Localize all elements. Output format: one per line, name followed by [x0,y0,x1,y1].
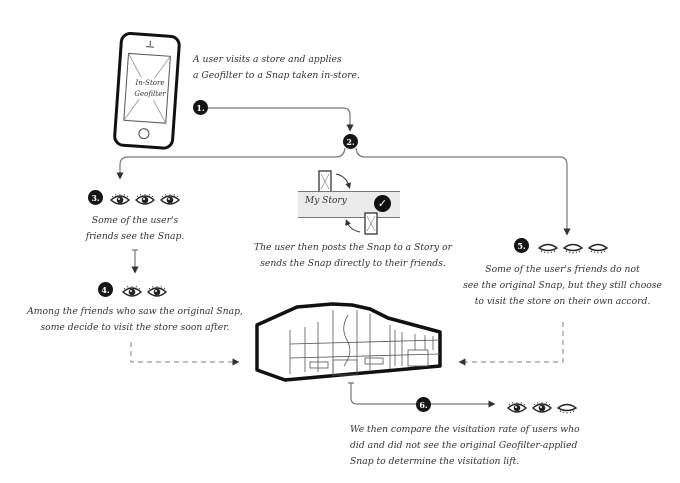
eye-open-icon [159,191,181,205]
connector-store-6 [348,382,492,404]
step-5-text: Some of the user's friends do not see th… [450,262,675,310]
text-line: to visit the store on their own accord. [474,296,651,307]
story-arrow-out [345,219,361,233]
step-4-text: Among the friends who saw the original S… [5,304,265,336]
step-4-badge: 4. [98,282,113,297]
step-3-text: Some of the user's friends see the Snap. [65,213,205,245]
text-line: sends the Snap directly to their friends… [260,258,446,269]
text-line: We then compare the visitation rate of u… [350,424,580,435]
checkmark-icon: ✓ [374,195,391,212]
eye-open-icon [121,283,143,297]
step-1-text: A user visits a store and applies a Geof… [193,52,360,84]
text-line: Geofilter [134,90,166,98]
text-line: did and did not see the original Geofilt… [350,440,578,451]
eye-open-icon [109,191,131,205]
step-5-badge: 5. [514,238,529,253]
eye-closed-icon [556,399,578,414]
text-line: a Geofilter to a Snap taken in-store. [193,70,360,81]
my-story-bar: My Story ✓ [298,191,400,218]
my-story-label: My Story [305,196,347,206]
phone-screen-label: In-Store Geofilter [122,78,178,100]
snap-thumbnail-icon [364,212,378,235]
step-1-badge: 1. [193,100,208,115]
text-line: Snap to determine the visitation lift. [350,456,520,467]
connector-2-5 [355,147,571,236]
text-line: The user then posts the Snap to a Story … [253,242,453,253]
text-line: Among the friends who saw the original S… [27,306,243,317]
connector-3-4 [132,249,138,270]
text-line: Some of the user's [91,215,179,226]
eye-open-icon [134,191,156,205]
connector-1-2 [208,107,354,132]
story-arrow-in [335,173,352,189]
step-6-badge: 6. [416,397,431,412]
eye-open-icon [531,399,553,413]
step-2-badge: 2. [343,134,358,149]
text-line: friends see the Snap. [85,231,185,242]
text-line: A user visits a store and applies [193,54,342,65]
step-2-text: The user then posts the Snap to a Story … [228,240,478,272]
eye-closed-icon [537,239,559,254]
connector-2-3 [116,147,346,180]
connector-4-store [130,342,240,366]
eye-closed-icon [562,239,584,254]
smartphone-icon [113,32,181,150]
text-line: see the original Snap, but they still ch… [463,280,662,291]
store-building-icon [255,302,442,382]
text-line: In-Store [135,79,165,87]
text-line: Some of the user's friends do not [485,264,640,275]
eye-open-icon [506,399,528,413]
eye-open-icon [146,283,168,297]
step-6-text: We then compare the visitation rate of u… [350,422,580,470]
step-3-badge: 3. [88,190,103,205]
text-line: some decide to visit the store soon afte… [40,322,230,333]
eye-closed-icon [587,239,609,254]
connector-5-store [458,322,564,366]
